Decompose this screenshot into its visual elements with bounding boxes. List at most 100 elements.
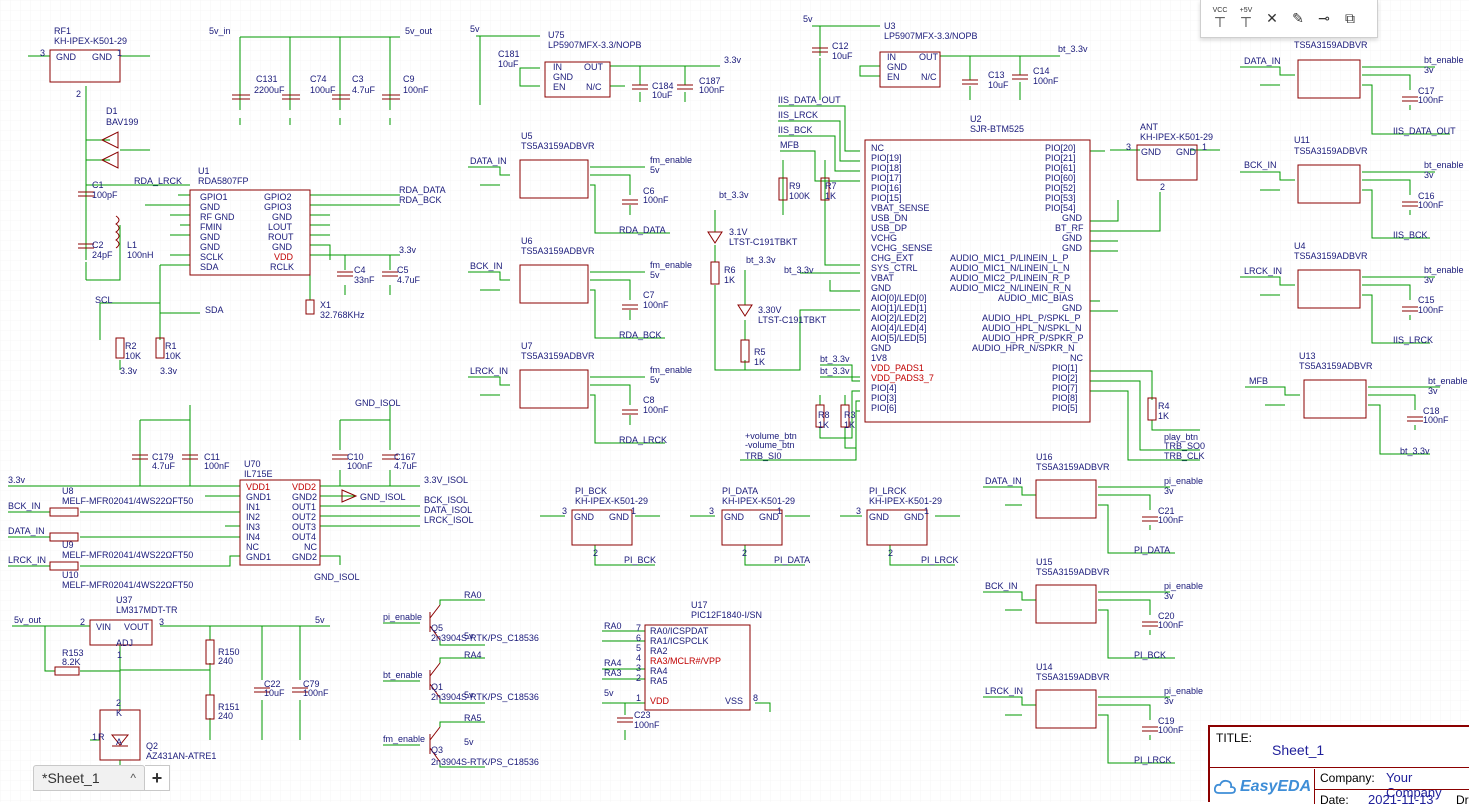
schematic-label: PI_DATA — [722, 486, 758, 496]
schematic-label: IL715E — [244, 469, 273, 479]
tab-sheet-1[interactable]: *Sheet_1 ^ — [33, 765, 145, 791]
schematic-label: DATA_IN — [1244, 56, 1281, 66]
schematic-label: U2 — [970, 114, 982, 124]
schematic-label: SCLK — [200, 252, 224, 262]
schematic-label: U75 — [548, 30, 565, 40]
schematic-label: GND — [1176, 147, 1197, 157]
schematic-label: 5v — [464, 737, 474, 747]
schematic-label: LOUT — [268, 222, 293, 232]
plus5v-icon[interactable]: +5V⊤ — [1233, 6, 1259, 32]
schematic-label: GND — [272, 212, 293, 222]
schematic-label: BCK_IN — [1244, 160, 1277, 170]
schematic-label: C18 — [1423, 406, 1440, 416]
schematic-label: PI_LRCK — [869, 486, 907, 496]
schematic-label: 100nF — [1418, 95, 1444, 105]
schematic-label: C2 — [92, 240, 104, 250]
schematic-label: 3v — [1164, 696, 1174, 706]
schematic-label: 4.7uF — [397, 275, 421, 285]
schematic-label: R8 — [818, 410, 830, 420]
chevron-up-icon[interactable]: ^ — [130, 771, 136, 785]
schematic-label: VCHG_SENSE — [871, 243, 933, 253]
schematic-label: 100nF — [1418, 200, 1444, 210]
add-sheet-button[interactable]: + — [145, 765, 170, 791]
schematic-label: U11 — [1294, 135, 1310, 145]
schematic-label: 2 — [888, 548, 893, 558]
schematic-label: RDA_BCK — [619, 330, 662, 340]
pen-icon[interactable]: ✎ — [1285, 6, 1311, 32]
schematic-label: K — [116, 708, 122, 718]
schematic-label: PIO[2] — [1052, 373, 1078, 383]
schematic-label: 5v — [650, 375, 660, 385]
schematic-label: 5v — [604, 688, 614, 698]
schematic-label: AUDIO_HPL_N/SPKL_N — [982, 323, 1082, 333]
schematic-label: R5 — [754, 347, 766, 357]
title-label: TITLE: — [1216, 731, 1253, 745]
schematic-label: C10 — [347, 452, 364, 462]
schematic-label: AUDIO_HPR_N/SPKR_N — [972, 343, 1075, 353]
schematic-label: U6 — [521, 236, 533, 246]
schematic-label: EN — [553, 82, 566, 92]
schematic-label: 100nF — [643, 195, 669, 205]
drawn-label: Dr — [1456, 793, 1469, 807]
schematic-label: U8 — [62, 486, 74, 496]
net-port-icon[interactable]: ⊸ — [1311, 6, 1337, 32]
schematic-label: fm_enable — [650, 260, 692, 270]
schematic-label: KH-IPEX-K501-29 — [575, 496, 648, 506]
schematic-label: C19 — [1158, 716, 1175, 726]
schematic-label: PI_LRCK — [921, 555, 959, 565]
no-connect-icon[interactable]: ✕ — [1259, 6, 1285, 32]
schematic-label: 3 — [856, 506, 861, 516]
schematic-label: 5v — [650, 165, 660, 175]
schematic-label: PIO[6] — [871, 403, 897, 413]
company-label: Company: — [1320, 771, 1375, 785]
schematic-label: GND1 — [246, 492, 271, 502]
schematic-label: 3 — [159, 617, 164, 627]
schematic-label: R153 — [62, 648, 84, 658]
schematic-label: 5v — [315, 615, 325, 625]
vcc-icon[interactable]: VCC⊤ — [1207, 6, 1233, 32]
schematic-label: GND — [1141, 147, 1162, 157]
schematic-label: Q5 — [431, 623, 443, 633]
schematic-label: 2 — [593, 548, 598, 558]
schematic-label: 5v — [650, 270, 660, 280]
schematic-label: MFB — [780, 140, 799, 150]
bus-entry-icon[interactable]: ⧉ — [1337, 6, 1363, 32]
schematic-label: 2n3904S-RTK/PS_C18536 — [431, 692, 539, 702]
company-value: Your Company — [1386, 770, 1442, 800]
schematic-label: 3 — [562, 506, 567, 516]
schematic-label: U3 — [884, 21, 896, 31]
schematic-label: C74 — [310, 74, 327, 84]
schematic-label: RA3 — [604, 668, 622, 678]
schematic-label: bt_3.3v — [820, 366, 850, 376]
schematic-label: 4 — [636, 653, 641, 663]
schematic-label: RA3/MCLR#/VPP — [650, 656, 721, 666]
schematic-label: C187 — [699, 76, 721, 86]
schematic-label: 10uF — [652, 90, 673, 100]
schematic-label: KH-IPEX-K501-29 — [1140, 132, 1213, 142]
schematic-label: ANT — [1140, 122, 1159, 132]
schematic-label: LM317MDT-TR — [116, 605, 178, 615]
title-block: TITLE: Sheet_1 EasyEDA Company: Your Com… — [1208, 725, 1469, 807]
schematic-label: IN4 — [246, 532, 260, 542]
schematic-label: BCK_IN — [8, 501, 41, 511]
schematic-label: U16 — [1036, 452, 1053, 462]
schematic-label: 2n3904S-RTK/PS_C18536 — [431, 757, 539, 767]
schematic-label: RDA_DATA — [399, 185, 446, 195]
schematic-label: VDD1 — [246, 482, 270, 492]
schematic-label: GND — [553, 72, 574, 82]
schematic-label: BT_RF — [1055, 223, 1084, 233]
schematic-label: 3v — [1164, 591, 1174, 601]
schematic-label: VIN — [96, 622, 111, 632]
schematic-label: fm_enable — [650, 365, 692, 375]
schematic-label: USB_DN — [871, 213, 908, 223]
schematic-label: U9 — [62, 540, 74, 550]
schematic-label: AUDIO_MIC1_N/LINEIN_L_N — [950, 263, 1070, 273]
tool-glyph: ⊸ — [1318, 10, 1330, 26]
schematic-label: TS5A3159ADBVR — [1294, 40, 1368, 50]
schematic-label: 100nF — [1158, 725, 1184, 735]
schematic-label: 100nF — [1418, 305, 1444, 315]
date-value: 2021-11-13 — [1368, 792, 1434, 807]
schematic-label: RA4 — [464, 650, 482, 660]
schematic-label: BCK_IN — [985, 581, 1018, 591]
